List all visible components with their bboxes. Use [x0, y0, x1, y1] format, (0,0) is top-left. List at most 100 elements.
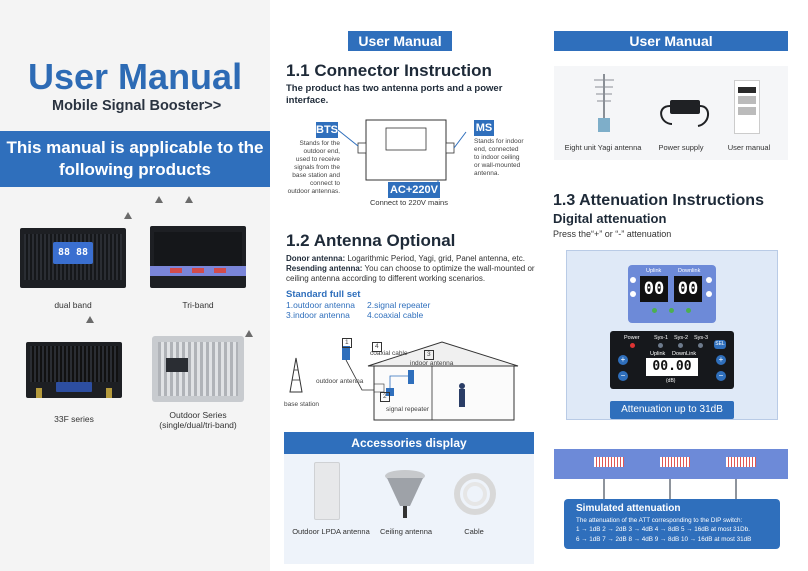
ms-desc-line: to indoor ceiling	[474, 154, 520, 161]
panel-downlink-label: Downlink	[678, 268, 701, 274]
set-item: 1.outdoor antenna	[286, 300, 356, 310]
plus-button[interactable]	[630, 277, 636, 283]
lcd-uplink-label: Uplink	[650, 351, 666, 357]
simulated-line-2: 1 → 1dB 2 → 2dB 3 → 4dB 4 → 8dB 5 → 16dB…	[576, 526, 750, 533]
bts-desc-line: Stands for the	[299, 140, 340, 147]
resend-label: Resending antenna:	[286, 264, 363, 273]
dip-switch	[660, 457, 690, 467]
downlink-digits: 00	[674, 276, 702, 302]
tri-band-booster-image	[150, 226, 246, 288]
digital-attenuation-heading: Digital attenuation	[553, 211, 667, 226]
plus-icon[interactable]: +	[716, 355, 726, 365]
bts-desc-line: connect to	[310, 180, 340, 187]
bts-desc-line: outdoor end,	[303, 148, 340, 155]
outdoor-series-booster-image	[152, 336, 244, 402]
simulated-title: Simulated attenuation	[576, 503, 681, 514]
sel-button[interactable]: SEL	[714, 340, 726, 349]
connector-intro: The product has two antenna ports and a …	[286, 83, 503, 106]
dip-switch	[726, 457, 756, 467]
status-led	[686, 308, 691, 313]
minus-icon[interactable]: −	[618, 371, 628, 381]
bts-desc-line: base station and	[292, 172, 340, 179]
standard-set-title: Standard full set	[286, 289, 361, 300]
donor-label: Donor antenna:	[286, 254, 346, 263]
cable-image	[454, 473, 496, 515]
accessories-header: Accessories display	[284, 432, 534, 454]
minus-button[interactable]	[706, 291, 712, 297]
package-caption: User manual	[727, 143, 771, 152]
ms-description: Stands for indoor end, connected to indo…	[474, 138, 536, 178]
section-header: User Manual	[348, 31, 452, 51]
set-item: 2.signal repeater	[367, 300, 431, 310]
diagram-label-outdoor: outdoor antenna	[316, 378, 364, 385]
attenuation-badge: Attenuation up to 31dB	[610, 401, 734, 419]
triangle-icon	[185, 196, 193, 203]
plus-button[interactable]	[706, 277, 712, 283]
diagram-num: 4	[372, 342, 382, 352]
dip-switch	[594, 457, 624, 467]
bts-description: Stands for the outdoor end, used to rece…	[286, 140, 340, 196]
cover-column: User Manual Mobile Signal Booster>> This…	[0, 0, 270, 571]
diagram-label-repeater: signal repeater	[386, 406, 429, 413]
triangle-icon	[86, 316, 94, 323]
lpda-antenna-image	[314, 462, 340, 520]
plus-icon[interactable]: +	[618, 355, 628, 365]
donor-antenna-text: Donor antenna: Logarithmic Period, Yagi,…	[286, 254, 538, 264]
ms-desc-line: end, connected	[474, 146, 519, 153]
package-caption: Power supply	[658, 143, 704, 152]
ms-desc-line: Stands for indoor	[474, 138, 524, 145]
accessory-caption: Outdoor LPDA antenna	[292, 527, 370, 536]
diagram-label-indoor: indoor antenna	[410, 360, 454, 367]
diagram-num: 2	[380, 392, 390, 402]
user-manual-image	[734, 80, 760, 134]
sys-led	[678, 343, 683, 348]
status-led	[669, 308, 674, 313]
accessory-caption: Ceiling antenna	[379, 527, 433, 536]
status-led	[652, 308, 657, 313]
ms-desc-line: or wall-mounted	[474, 162, 521, 169]
uplink-digits: 00	[640, 276, 668, 302]
panel-uplink-label: Uplink	[646, 268, 662, 274]
dual-band-booster-image: 88 88	[20, 228, 126, 288]
simulated-line-3: 6 → 1dB 7 → 2dB 8 → 4dB 9 → 8dB 10 → 16d…	[576, 536, 752, 543]
minus-button[interactable]	[630, 291, 636, 297]
lcd-label-sys1: Sys-1	[654, 335, 669, 341]
bts-desc-line: used to receive	[295, 156, 340, 163]
power-led	[630, 343, 635, 348]
diagram-label-base: base station	[284, 401, 320, 408]
lcd-unit: (dB)	[666, 378, 676, 384]
power-tag: AC+220V	[388, 182, 440, 198]
bts-desc-line: signals from the	[294, 164, 340, 171]
accessory-caption: Cable	[464, 527, 484, 536]
outdoor-caption-line-1: Outdoor Series	[169, 410, 227, 420]
simulated-line-1: The attenuation of the ATT corresponding…	[576, 517, 743, 524]
set-item: 4.coaxial cable	[367, 310, 424, 320]
triangle-icon	[245, 330, 253, 337]
power-supply-image	[660, 100, 709, 127]
connector-heading: 1.1 Connector Instruction	[286, 61, 492, 80]
cover-subtitle: Mobile Signal Booster>>	[52, 98, 222, 114]
lcd-downlink-label: DownLink	[672, 351, 697, 357]
sys-led	[658, 343, 663, 348]
lcd-label-power: Power	[624, 335, 640, 341]
outdoor-caption-line-2: (single/dual/tri-band)	[159, 420, 237, 430]
33f-series-booster-image	[26, 342, 122, 398]
simulated-attenuation-panel: Simulated attenuation The attenuation of…	[564, 499, 780, 549]
applicable-banner: This manual is applicable to the followi…	[0, 131, 270, 187]
section-header: User Manual	[554, 31, 788, 51]
installation-diagram	[289, 341, 519, 421]
connector-device-drawing	[338, 119, 467, 188]
press-instruction: Press the“+” or “-” attenuation	[553, 229, 672, 239]
diagram-num: 3	[424, 350, 434, 360]
minus-icon[interactable]: −	[716, 371, 726, 381]
lcd-label-sys2: Sys-2	[674, 335, 689, 341]
antenna-heading: 1.2 Antenna Optional	[286, 231, 456, 250]
donor-value: Logarithmic Period, Yagi, grid, Panel an…	[345, 254, 525, 263]
lcd-digits: 00.00	[646, 358, 698, 376]
middle-column: User Manual 1.1 Connector Instruction Th…	[278, 0, 540, 571]
dip-arrows	[603, 479, 737, 499]
bts-tag: BTS	[316, 122, 338, 138]
ceiling-antenna-image	[385, 470, 425, 518]
product-caption: Tri-band	[182, 300, 214, 310]
